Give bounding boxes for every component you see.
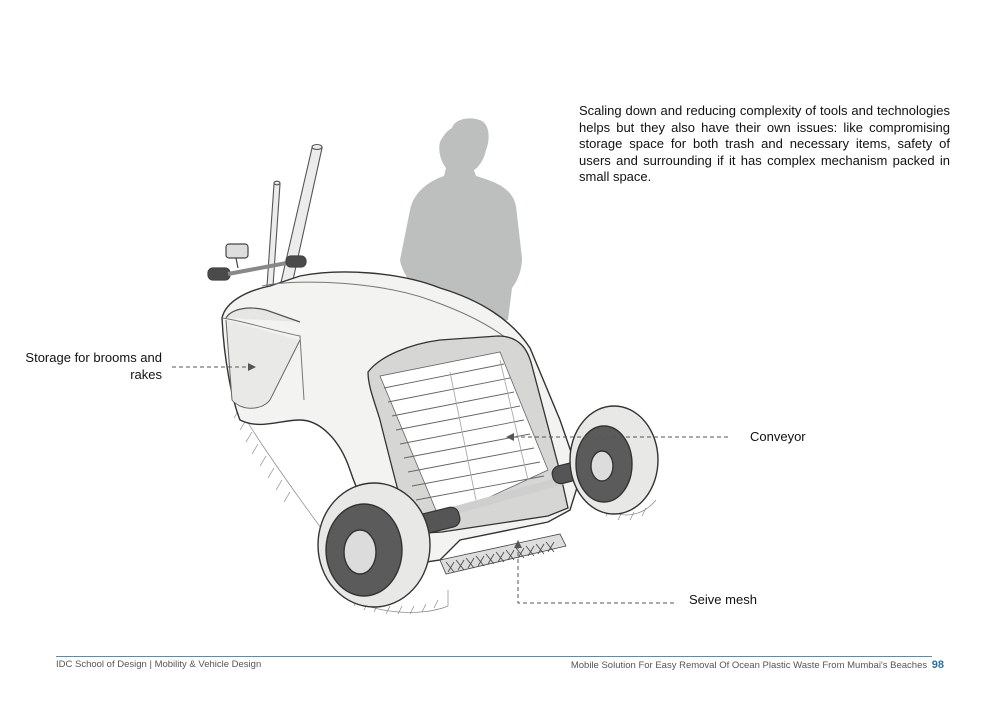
design-description: Scaling down and reducing complexity of …: [579, 103, 950, 185]
storage-arrowhead: [248, 363, 256, 371]
person-silhouette: [400, 118, 522, 332]
right-wheel: [569, 405, 659, 515]
mesh-arrowhead: [514, 540, 522, 548]
leader-arrowheads: [248, 363, 522, 548]
mesh-leader-line: [517, 546, 674, 604]
page-number: 98: [931, 659, 944, 671]
sieve-mesh: [439, 533, 567, 575]
handlebar: [207, 243, 307, 281]
footer-project-title: Mobile Solution For Easy Removal Of Ocea…: [570, 660, 928, 671]
footer-project-info: Mobile Solution For Easy Removal Of Ocea…: [571, 659, 944, 671]
conveyor-callout-label: Conveyor: [750, 429, 806, 444]
storage-callout-label: Storage for brooms and rakes: [25, 350, 162, 382]
seive-mesh-callout-label: Seive mesh: [689, 592, 757, 607]
leader-lines: [172, 366, 728, 604]
footer-institution: IDC School of Design | Mobility & Vehicl…: [56, 659, 262, 670]
conveyor-arrowhead: [506, 433, 514, 441]
left-wheel: [317, 482, 431, 608]
footer-divider: [56, 656, 932, 657]
